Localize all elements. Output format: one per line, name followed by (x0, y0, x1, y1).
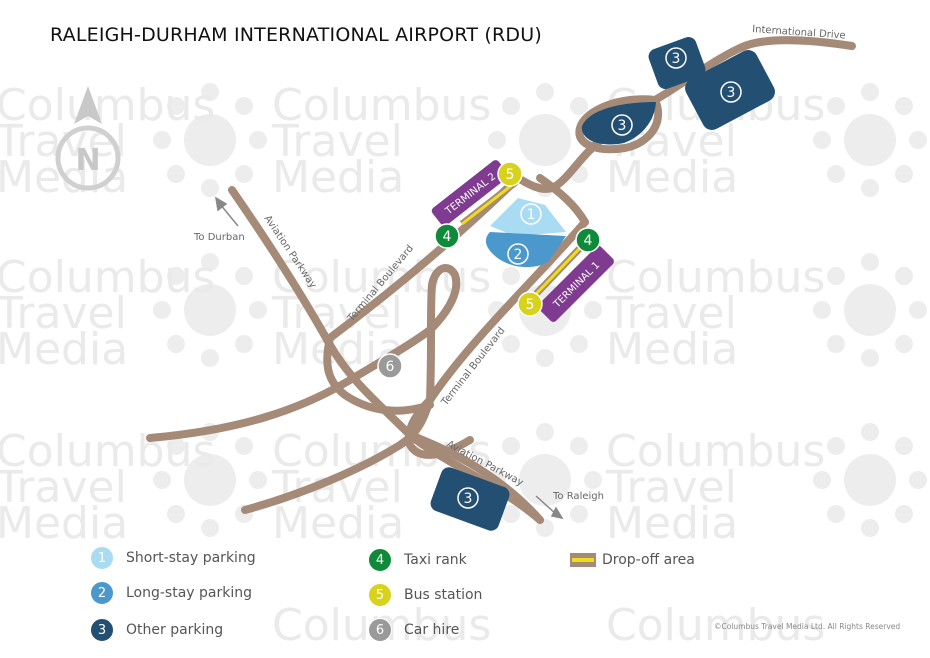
map-title: RALEIGH-DURHAM INTERNATIONAL AIRPORT (RD… (50, 24, 542, 46)
dropoff-swatch-icon (570, 553, 596, 567)
legend-other-parking: 3 Other parking (90, 618, 223, 642)
label-to-durban: To Durban (193, 232, 245, 243)
legend-badge: 4 (368, 548, 392, 572)
svg-text:5: 5 (526, 297, 535, 313)
legend-label: Long-stay parking (126, 585, 253, 601)
svg-text:Media: Media (272, 152, 404, 203)
copyright: ©Columbus Travel Media Ltd. All Rights R… (714, 622, 901, 631)
central-parking: 1 2 (485, 198, 566, 268)
svg-text:1: 1 (527, 207, 536, 223)
legend-label: Car hire (404, 622, 460, 638)
svg-text:5: 5 (506, 167, 515, 183)
svg-text:Columbus: Columbus (606, 600, 825, 651)
legend-car-hire: 6 Car hire (368, 618, 459, 642)
legend-label: Other parking (126, 622, 224, 638)
legend-short-stay: 1 Short-stay parking (90, 546, 256, 570)
legend-label: Short-stay parking (126, 550, 256, 566)
svg-text:3: 3 (672, 51, 681, 67)
svg-text:3: 3 (727, 85, 736, 101)
label-to-raleigh: To Raleigh (552, 491, 604, 502)
svg-text:Travel: Travel (271, 116, 403, 167)
svg-text:3: 3 (618, 118, 627, 134)
svg-text:Media: Media (0, 498, 128, 549)
svg-text:4: 4 (443, 229, 452, 245)
legend-taxi-rank: 4 Taxi rank (368, 548, 467, 572)
svg-text:3: 3 (464, 491, 473, 507)
compass-letter: N (75, 143, 100, 178)
svg-text:2: 2 (514, 247, 523, 263)
legend-dropoff-area: Drop-off area (570, 552, 695, 568)
legend-badge: 2 (90, 581, 114, 605)
north-arrow-icon (74, 86, 102, 124)
legend-label: Drop-off area (602, 552, 695, 568)
svg-text:Travel: Travel (271, 462, 403, 513)
svg-text:Travel: Travel (605, 288, 737, 339)
svg-text:Media: Media (0, 324, 128, 375)
legend-badge: 3 (90, 618, 114, 642)
svg-text:Columbus: Columbus (606, 252, 825, 303)
legend-badge: 5 (368, 583, 392, 607)
legend-label: Bus station (404, 587, 483, 603)
svg-text:Media: Media (606, 324, 738, 375)
svg-text:Travel: Travel (0, 462, 127, 513)
svg-text:Media: Media (606, 152, 738, 203)
svg-text:4: 4 (584, 233, 593, 249)
legend-long-stay: 2 Long-stay parking (90, 581, 252, 605)
svg-text:Media: Media (272, 498, 404, 549)
svg-text:Columbus: Columbus (272, 80, 491, 131)
legend-badge: 6 (368, 618, 392, 642)
svg-text:Columbus: Columbus (0, 252, 215, 303)
watermark-text: Columbus Travel Media Columbus Travel Me… (0, 80, 825, 651)
svg-text:Travel: Travel (0, 288, 127, 339)
map-markers: 5 4 4 5 6 (377, 161, 601, 379)
svg-text:Columbus: Columbus (606, 426, 825, 477)
other-parking-areas: 3 3 3 3 (430, 36, 775, 531)
svg-text:Media: Media (606, 498, 738, 549)
compass: N (55, 86, 121, 191)
legend-bus-station: 5 Bus station (368, 583, 482, 607)
svg-text:Columbus: Columbus (0, 80, 215, 131)
legend-label: Taxi rank (404, 552, 467, 568)
legend-badge: 1 (90, 546, 114, 570)
direction-arrows (214, 196, 564, 520)
svg-text:6: 6 (386, 359, 395, 375)
svg-text:Travel: Travel (605, 462, 737, 513)
